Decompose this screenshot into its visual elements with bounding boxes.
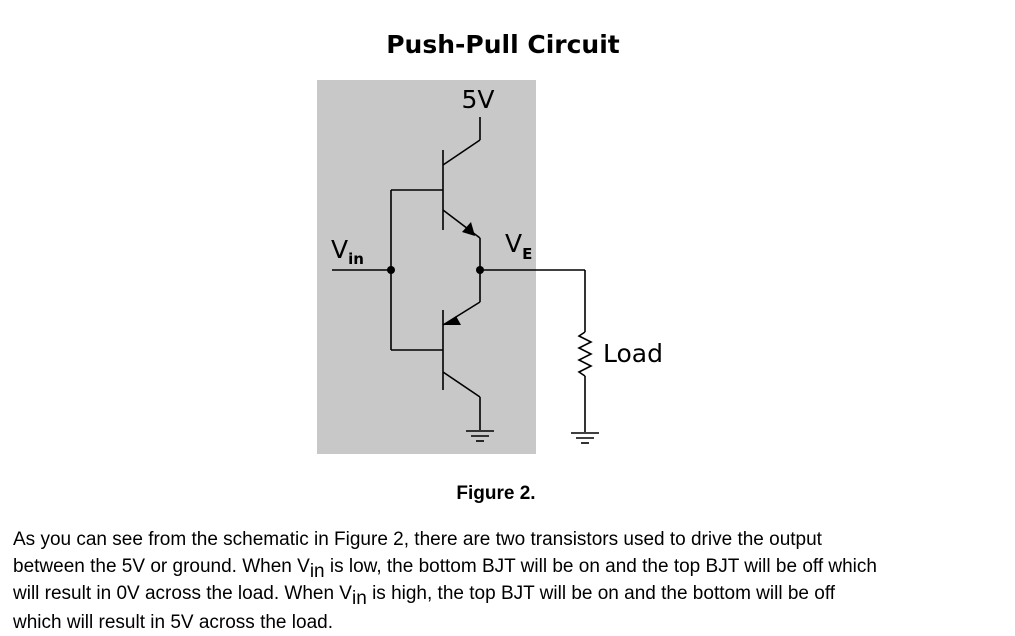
output-junction-dot [476, 266, 484, 274]
load-resistor [577, 331, 593, 377]
bottom-emitter-arrow [444, 316, 461, 325]
paragraph-line: will result in 0V across the load. When … [13, 583, 836, 609]
figure-caption: Figure 2. [456, 483, 535, 504]
input-junction-dot [387, 266, 395, 274]
paragraph-line: between the 5V or ground. When Vin is lo… [13, 556, 877, 582]
ground-symbol-left [466, 420, 494, 442]
schematic-panel [317, 80, 536, 454]
ve-label: VE [505, 229, 532, 263]
ground-symbol-right [571, 428, 599, 444]
supply-label: 5V [461, 85, 494, 114]
top-emitter-arrow [462, 222, 475, 236]
load-label: Load [603, 339, 663, 368]
description-paragraph: As you can see from the schematic in Fig… [13, 526, 1003, 636]
paragraph-line: As you can see from the schematic in Fig… [13, 529, 822, 550]
diagram-title: Push-Pull Circuit [386, 30, 620, 59]
vin-label: Vin [331, 235, 364, 268]
paragraph-line: which will result in 5V across the load. [13, 612, 333, 633]
